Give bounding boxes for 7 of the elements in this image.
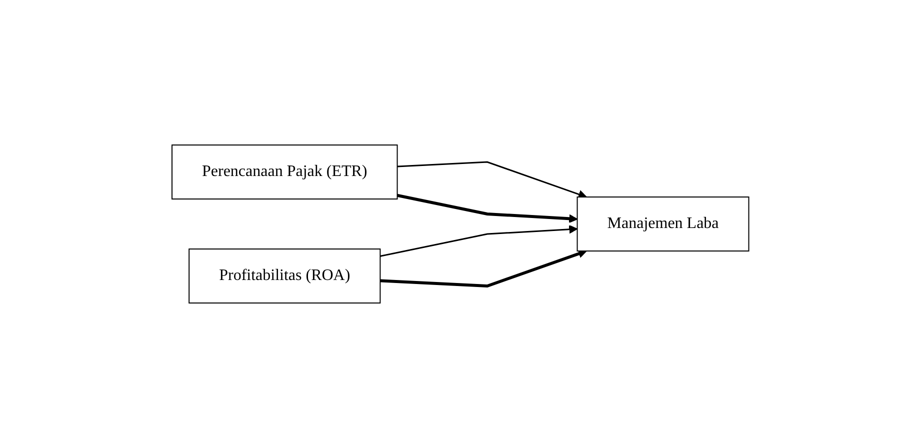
arrow xyxy=(380,250,586,288)
node-box: Manajemen Laba xyxy=(576,196,749,252)
node-box: Profitabilitas (ROA) xyxy=(188,248,380,304)
node-box: Perencanaan Pajak (ETR) xyxy=(171,144,398,200)
arrow xyxy=(396,161,586,198)
arrow xyxy=(396,194,578,224)
arrow xyxy=(380,224,578,257)
